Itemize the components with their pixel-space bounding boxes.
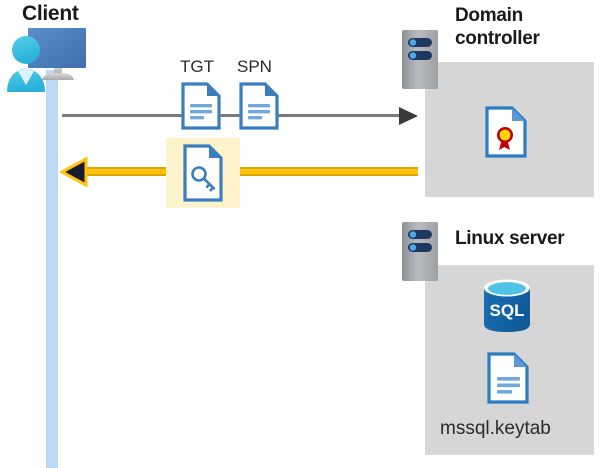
tgt-label: TGT — [180, 57, 214, 76]
domain-controller-title-line2: controller — [455, 28, 540, 49]
domain-controller-title-line1: Domain — [455, 5, 523, 26]
keytab-filename-label: mssql.keytab — [440, 418, 551, 439]
keytab-document-icon — [487, 352, 529, 404]
user-icon — [7, 36, 45, 92]
linux-server-tower-icon — [402, 222, 438, 281]
sql-database-icon: SQL — [484, 279, 530, 332]
monitor-icon — [28, 28, 86, 80]
client-title: Client — [22, 2, 79, 25]
certificate-document-icon — [485, 106, 527, 158]
response-arrow-line — [70, 167, 418, 176]
domain-controller-title: Domain controller — [455, 4, 595, 50]
request-arrow-line — [62, 114, 402, 117]
domain-controller-server-tower-icon — [402, 30, 438, 89]
svg-text:SQL: SQL — [490, 301, 525, 320]
service-ticket-key-document-icon — [183, 144, 223, 202]
client-lifeline — [46, 70, 58, 468]
spn-document-icon — [239, 82, 279, 130]
linux-server-title: Linux server — [455, 228, 565, 249]
request-arrow-head-icon — [399, 107, 418, 125]
tgt-document-icon — [181, 82, 221, 130]
spn-label: SPN — [237, 57, 272, 76]
response-arrow-head-icon — [60, 156, 88, 188]
